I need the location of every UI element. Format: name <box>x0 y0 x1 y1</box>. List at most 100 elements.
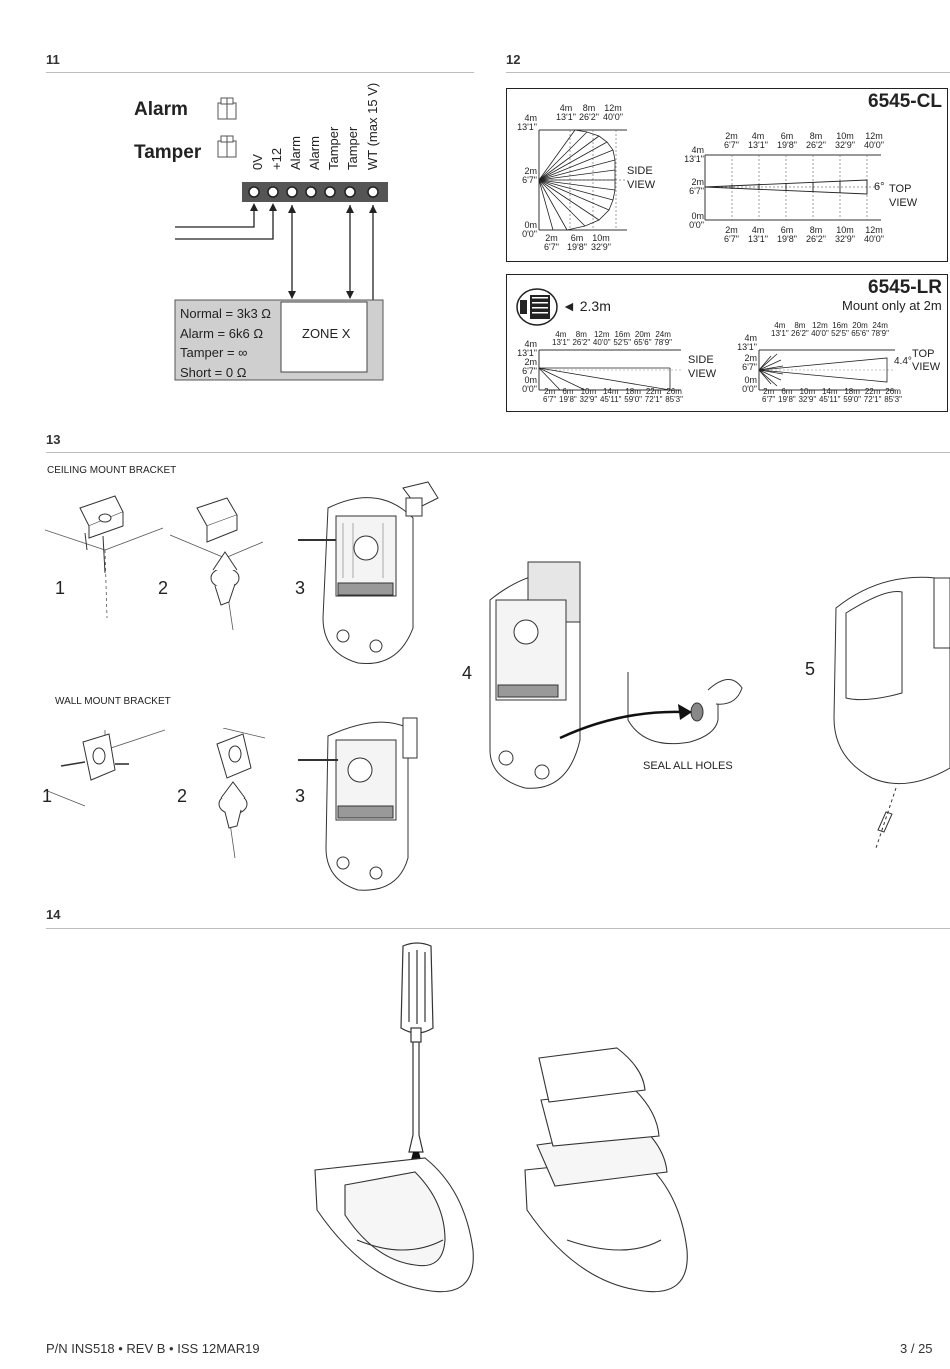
lr-x-tick: 10m <box>580 387 597 396</box>
coverage-panel-lr <box>506 274 948 412</box>
ceiling-step-number: 2 <box>158 578 169 598</box>
cl-side-x-tick: 2m <box>545 233 558 243</box>
lr-x-tick: 78'9" <box>654 338 672 347</box>
cl-top-y-tick: 4m <box>691 145 704 155</box>
lr-x-tick: 12m <box>593 330 610 339</box>
lr-top-x-tick: 13'1" <box>771 329 789 338</box>
lr-y-tick: 13'1" <box>517 348 537 358</box>
cl-top-x-tick: 6'7" <box>724 140 739 150</box>
lr-x-tick: 72'1" <box>644 395 663 404</box>
zone-value-normal: Normal = 3k3 Ω <box>180 306 271 321</box>
tamper-relay-label: Tamper <box>134 142 202 163</box>
cl-top-x-tick: 26'2" <box>806 140 826 150</box>
cl-top-x-tick: 19'8" <box>777 234 797 244</box>
cl-side-x-tick: 6m <box>570 233 584 243</box>
lr-top-x-tick: 22m <box>864 387 881 396</box>
lr-x-tick: 18m <box>625 387 641 396</box>
detector-base-left <box>314 1157 474 1293</box>
lr-angle: 4.4° <box>894 356 912 367</box>
lr-x-tick: 59'0" <box>624 395 642 404</box>
cl-top-x-tick: 4m <box>751 225 765 235</box>
cl-side-x-tick: 12m <box>604 103 622 113</box>
lr-top-x-tick: 16m <box>832 321 848 330</box>
cl-angle: 6° <box>874 181 885 193</box>
tamper-relay-icon <box>217 135 237 158</box>
cl-top-x-tick: 2m <box>725 225 738 235</box>
section-divider <box>46 928 950 929</box>
cl-top-x-tick: 6m <box>780 225 794 235</box>
wall-mount-title: WALL MOUNT BRACKET <box>55 696 171 707</box>
cl-top-y-tick: 0m <box>691 211 704 221</box>
lr-side-view-label: VIEW <box>688 368 717 380</box>
zone-value-alarm: Alarm = 6k6 Ω <box>180 325 264 341</box>
cl-side-y-tick: 13'1" <box>517 122 537 132</box>
lr-x-tick: 16m <box>614 330 630 339</box>
section-number-12: 12 <box>506 52 521 67</box>
wall-step3-illustration <box>298 717 418 891</box>
section-number-11: 11 <box>46 52 60 67</box>
terminal-screws <box>248 186 379 198</box>
lr-top-x-tick: 45'11" <box>818 395 841 404</box>
lr-top-x-tick: 65'6" <box>851 329 869 338</box>
ceiling-step-number: 3 <box>295 578 306 598</box>
wall-step-number: 2 <box>177 786 188 806</box>
wires <box>175 205 374 305</box>
lr-x-tick: 20m <box>634 330 651 339</box>
lr-top-x-tick: 10m <box>799 387 816 396</box>
lr-x-tick: 2m <box>544 387 556 396</box>
cl-top-x-tick: 40'0" <box>864 234 884 244</box>
wall-step-number: 3 <box>295 786 306 806</box>
lr-x-tick: 13'1" <box>552 338 570 347</box>
lr-top-x-tick: 18m <box>844 387 860 396</box>
cl-side-y-tick: 0'0" <box>522 229 537 239</box>
terminal-label-12v: +12 <box>269 147 284 170</box>
lr-x-tick: 26'2" <box>572 338 591 347</box>
alarm-relay-label: Alarm <box>134 99 188 120</box>
cl-top-y-tick: 13'1" <box>684 154 704 164</box>
wall-step-number: 1 <box>42 786 53 806</box>
lr-top-x-tick: 6m <box>781 387 793 396</box>
lr-y-tick: 6'7" <box>522 366 537 376</box>
lr-x-tick: 52'5" <box>613 338 632 347</box>
cl-top-x-tick: 8m <box>809 131 823 141</box>
lr-top-x-tick: 2m <box>763 387 775 396</box>
lr-top-x-tick: 12m <box>812 321 828 330</box>
lr-top-beams <box>758 353 888 387</box>
cl-top-view-label: TOP <box>889 183 912 195</box>
model-title-cl: 6545-CL <box>868 91 942 112</box>
zone-values: Normal = 3k3 Ω Alarm = 6k6 Ω Tamper = ∞ … <box>180 304 271 382</box>
lr-top-x-tick: 19'8" <box>778 395 796 404</box>
lr-top-view-label: VIEW <box>912 361 941 373</box>
lr-top-x-tick: 6'7" <box>762 395 776 404</box>
lr-x-tick: 26m <box>666 387 682 396</box>
cl-side-x-tick: 19'8" <box>567 242 587 252</box>
lr-side-beams <box>538 367 671 391</box>
cl-side-x-tick: 32'9" <box>591 242 611 252</box>
lr-top-y-tick: 0'0" <box>742 384 757 394</box>
cl-side-x-tick: 8m <box>582 103 596 113</box>
lr-side-view-label: SIDE <box>688 354 714 366</box>
cl-side-y-tick: 0m <box>524 220 537 230</box>
cl-side-x-tick: 26'2" <box>579 112 599 122</box>
lr-top-x-tick: 26m <box>885 387 901 396</box>
wire-arrows <box>250 203 377 299</box>
lr-y-tick: 0'0" <box>522 384 537 394</box>
alarm-relay-icon <box>217 97 237 120</box>
cl-side-view-label: SIDE <box>627 165 653 177</box>
footer-part-number: P/N INS518 • REV B • ISS 12MAR19 <box>46 1341 260 1356</box>
terminal-label-tamper: Tamper <box>345 126 360 170</box>
cl-top-x-tick: 2m <box>725 131 738 141</box>
lr-top-view-label: TOP <box>912 348 935 360</box>
lr-x-tick: 6'7" <box>543 395 557 404</box>
lr-top-x-tick: 20m <box>852 321 868 330</box>
ceiling-mount-title: CEILING MOUNT BRACKET <box>47 465 177 476</box>
cl-top-y-tick: 2m <box>691 177 704 187</box>
cl-top-x-tick: 19'8" <box>777 140 797 150</box>
zone-box <box>280 301 368 373</box>
lr-x-tick: 45'11" <box>599 395 622 404</box>
lr-x-tick: 24m <box>655 330 671 339</box>
lr-x-tick: 85'3" <box>665 395 683 404</box>
step5-illustration <box>833 576 950 848</box>
terminal-label-wt: WT (max 15 V) <box>365 82 380 170</box>
